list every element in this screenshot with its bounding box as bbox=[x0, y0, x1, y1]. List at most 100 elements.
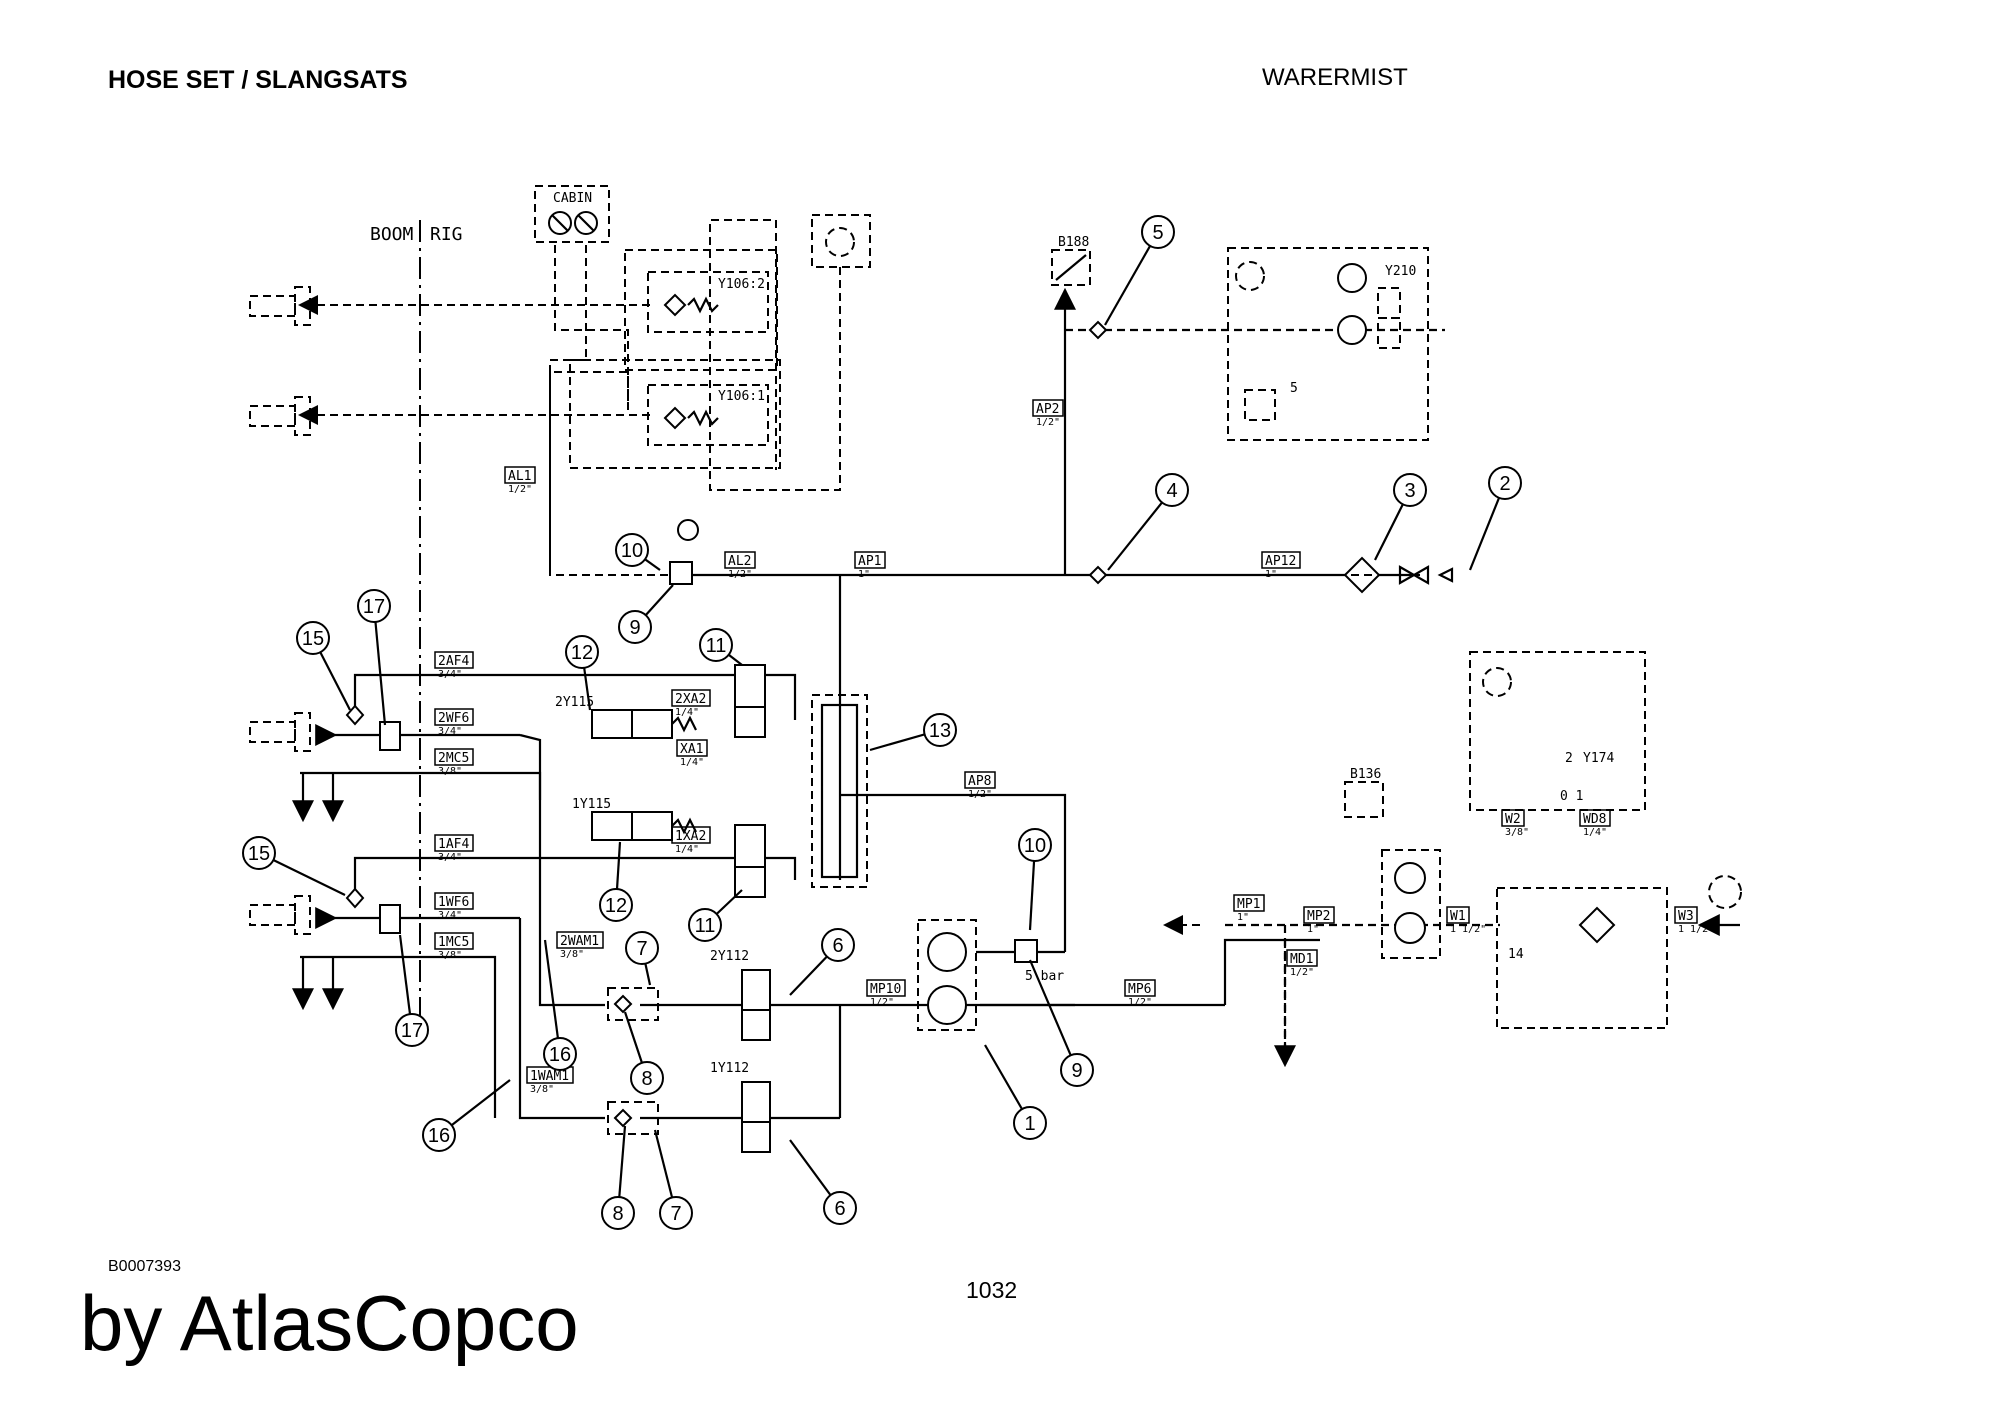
callout-10: 10 bbox=[615, 533, 661, 571]
hose-code: AP1 bbox=[858, 554, 881, 569]
hose-code: 2AF4 bbox=[438, 654, 469, 669]
valve-1y112: 1Y112 bbox=[710, 1061, 771, 1153]
callout-15: 15 bbox=[296, 621, 351, 711]
callout-16: 16 bbox=[422, 1079, 511, 1152]
hose-code: 1WF6 bbox=[438, 895, 469, 910]
hose-size: 1" bbox=[1307, 924, 1319, 935]
callout-17: 17 bbox=[395, 934, 429, 1047]
hose-code: W1 bbox=[1450, 909, 1466, 924]
hose-size: 3/4" bbox=[438, 910, 462, 921]
callout-11: 11 bbox=[699, 628, 743, 666]
callout-number: 17 bbox=[363, 596, 385, 618]
callout-number: 7 bbox=[636, 938, 647, 960]
b136-label: B136 bbox=[1350, 767, 1381, 782]
hose-size: 1" bbox=[1265, 569, 1277, 580]
rig-label: RIG bbox=[430, 224, 463, 245]
hose-label-w2: W23/8" bbox=[1501, 809, 1529, 838]
callout-11: 11 bbox=[688, 889, 743, 942]
hose-size: 3/8" bbox=[438, 950, 462, 961]
hose-size: 1" bbox=[858, 569, 870, 580]
cabin-label: CABIN bbox=[553, 191, 592, 206]
hose-code: MP6 bbox=[1128, 982, 1151, 997]
hose-code: XA1 bbox=[680, 742, 703, 757]
callout-number: 3 bbox=[1404, 480, 1415, 502]
callout-9: 9 bbox=[1028, 959, 1094, 1087]
water-drop-icon bbox=[811, 214, 871, 268]
hose-size: 1/2" bbox=[1128, 997, 1152, 1008]
callout-16: 16 bbox=[543, 939, 577, 1071]
hose-size: 1/2" bbox=[508, 484, 532, 495]
callout-1: 1 bbox=[984, 1044, 1047, 1140]
hose-size: 1/4" bbox=[675, 707, 699, 718]
callout-6: 6 bbox=[789, 928, 855, 996]
valve-y210-group: Y210 5 bbox=[1227, 247, 1429, 441]
callout-number: 9 bbox=[1071, 1060, 1082, 1082]
hose-code: MD1 bbox=[1290, 952, 1313, 967]
page-number: 1032 bbox=[966, 1277, 1018, 1303]
callout-number: 8 bbox=[612, 1203, 623, 1225]
y174-label: Y174 bbox=[1583, 751, 1614, 766]
hose-code: MP1 bbox=[1237, 897, 1260, 912]
pressure-label: 5 bar bbox=[1025, 969, 1064, 984]
page-title: HOSE SET / SLANGSATS bbox=[108, 66, 408, 94]
hose-size: 3/8" bbox=[530, 1084, 554, 1095]
callout-15: 15 bbox=[242, 836, 346, 896]
water-section: B136 Y174 2 0 1 14 bbox=[1163, 651, 1742, 1068]
boom-label: BOOM bbox=[370, 224, 414, 245]
callout-12: 12 bbox=[565, 635, 599, 711]
hose-code: 2WAM1 bbox=[560, 934, 599, 949]
hose-size: 3/8" bbox=[438, 766, 462, 777]
callout-number: 9 bbox=[629, 617, 640, 639]
hose-code: AL1 bbox=[508, 469, 531, 484]
callout-number: 12 bbox=[571, 642, 593, 664]
callout-4: 4 bbox=[1107, 473, 1189, 571]
callout-9: 9 bbox=[618, 584, 674, 644]
pilot-lines-top bbox=[298, 219, 841, 575]
valves-11 bbox=[734, 664, 766, 898]
y106-2-label: Y106:2 bbox=[718, 277, 765, 292]
callout-number: 6 bbox=[832, 935, 843, 957]
2y112-label: 2Y112 bbox=[710, 949, 749, 964]
hose-size: 1/2" bbox=[1290, 967, 1314, 978]
valve-y106-2: Y106:2 bbox=[647, 271, 769, 333]
callout-8: 8 bbox=[601, 1125, 635, 1230]
callout-number: 7 bbox=[670, 1203, 681, 1225]
hose-code: AP8 bbox=[968, 774, 991, 789]
callout-number: 16 bbox=[428, 1125, 450, 1147]
hose-size: 1/4" bbox=[1583, 827, 1607, 838]
hose-size: 1 1/2" bbox=[1450, 924, 1486, 935]
callout-12: 12 bbox=[599, 841, 633, 922]
hose-code: MP10 bbox=[870, 982, 901, 997]
hose-size: 1 1/2" bbox=[1678, 924, 1714, 935]
callout-7: 7 bbox=[653, 1129, 693, 1230]
1y112-label: 1Y112 bbox=[710, 1061, 749, 1076]
flow-control-lower bbox=[607, 1101, 659, 1135]
page-subtitle: WARERMIST bbox=[1262, 64, 1408, 91]
callout-6: 6 bbox=[789, 1139, 857, 1225]
hose-code: 1XA2 bbox=[675, 829, 706, 844]
callout-3: 3 bbox=[1374, 473, 1427, 561]
document-id: B0007393 bbox=[108, 1258, 181, 1275]
hose-code: AP12 bbox=[1265, 554, 1296, 569]
pos14-label: 14 bbox=[1508, 947, 1524, 962]
pos2-label: 2 bbox=[1565, 751, 1573, 766]
1y115-label: 1Y115 bbox=[572, 797, 611, 812]
callout-number: 17 bbox=[401, 1020, 423, 1042]
hose-size: 1/2" bbox=[870, 997, 894, 1008]
hose-size: 1/2" bbox=[1036, 417, 1060, 428]
hose-code: 2WF6 bbox=[438, 711, 469, 726]
callout-number: 15 bbox=[302, 628, 324, 650]
valve-y106-1: Y106:1 bbox=[647, 384, 769, 446]
callout-number: 6 bbox=[834, 1198, 845, 1220]
callout-7: 7 bbox=[625, 931, 659, 986]
